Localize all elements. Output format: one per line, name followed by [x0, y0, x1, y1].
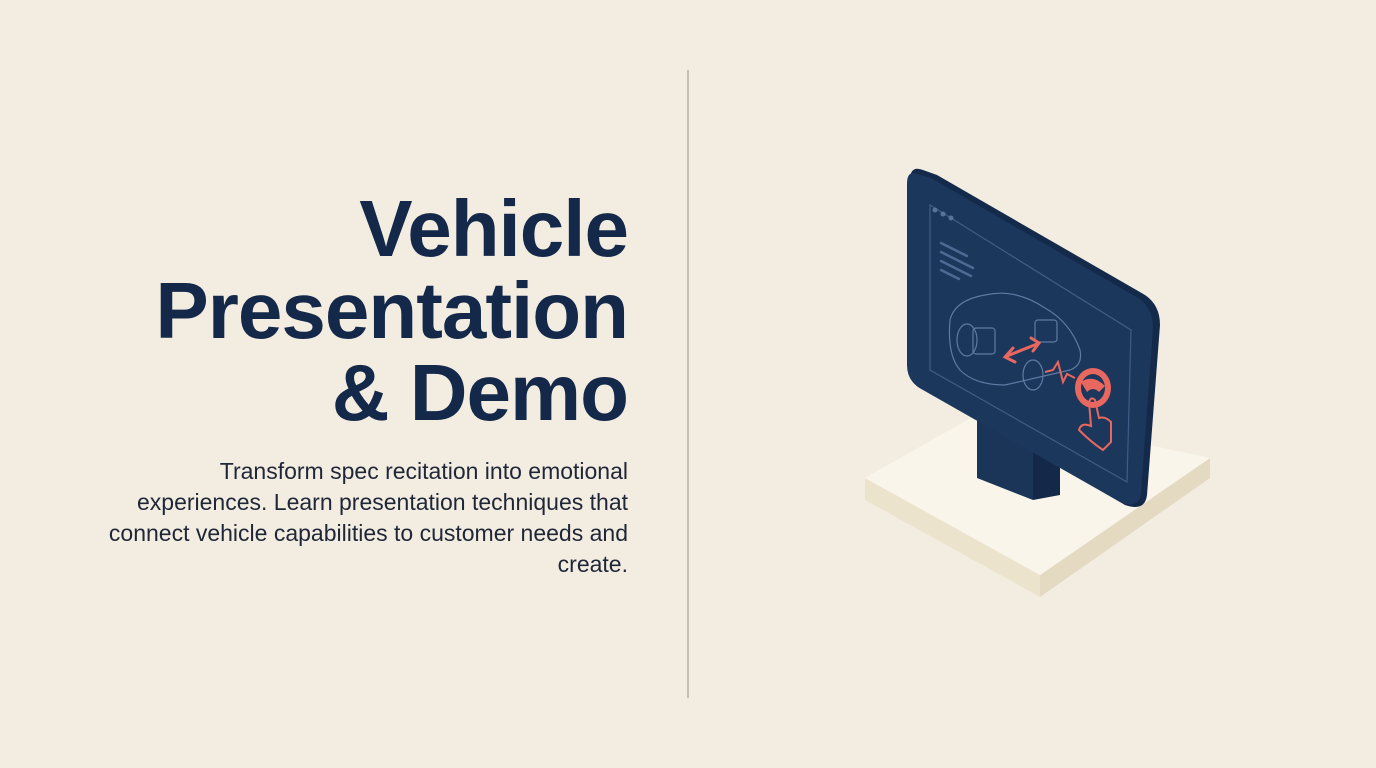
pulse-line-icon	[1044, 359, 1076, 385]
double-arrow-icon	[1002, 336, 1042, 364]
title-line-3: & Demo	[331, 348, 629, 437]
monitor	[907, 168, 1160, 508]
title-line-2: Presentation	[155, 266, 629, 355]
monitor-illustration	[855, 160, 1225, 610]
text-lines-icon	[939, 241, 975, 281]
car-outline-icon	[948, 292, 1082, 391]
text-panel: Vehicle Presentation & Demo Transform sp…	[0, 0, 629, 768]
pointing-hand-icon	[1077, 397, 1112, 452]
title-line-1: Vehicle	[359, 184, 629, 273]
steering-wheel-icon	[1075, 368, 1111, 408]
vertical-divider	[687, 70, 689, 698]
slide-description: Transform spec recitation into emotional…	[108, 458, 628, 577]
slide-title: Vehicle Presentation & Demo	[155, 184, 629, 437]
